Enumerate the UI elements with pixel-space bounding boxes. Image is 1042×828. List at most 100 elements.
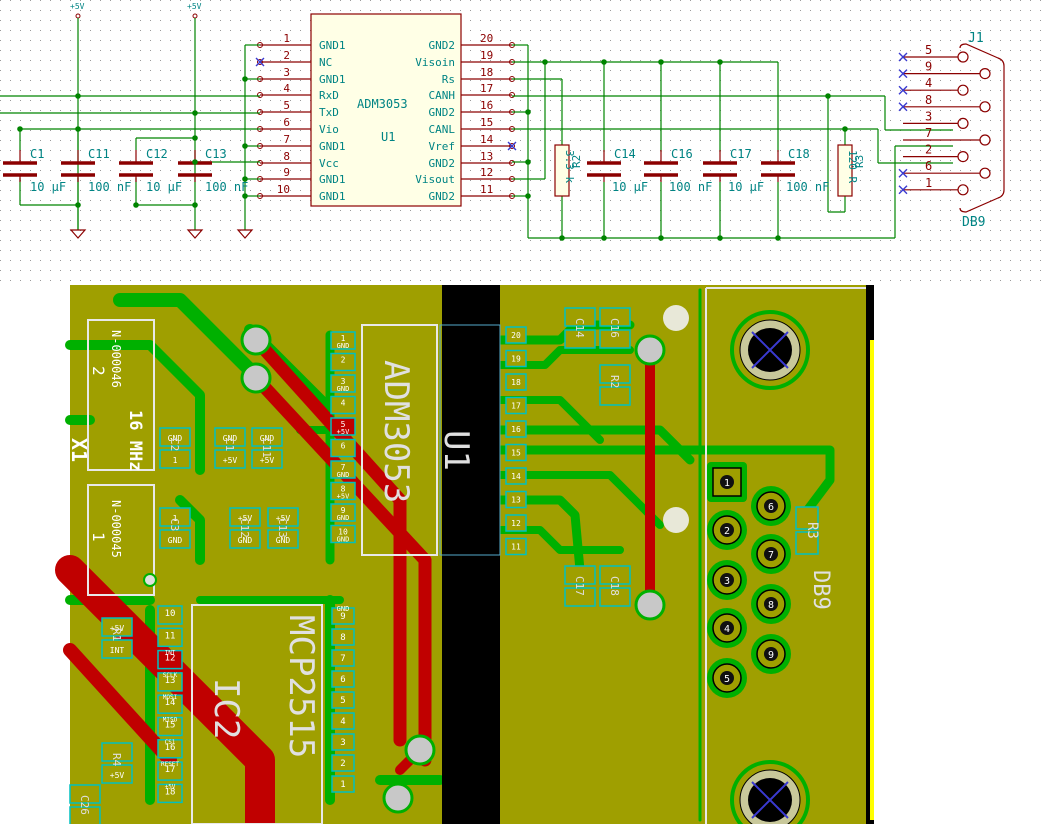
ic2-pad-num: 10 <box>165 609 176 619</box>
db9-pad-num: 2 <box>724 526 730 537</box>
ic2-pad-net: SCLK <box>163 672 178 679</box>
u1-pin-num: 2 <box>283 49 290 62</box>
db9-pad-num: 9 <box>768 650 774 661</box>
ic2-pad-num: 12 <box>165 654 176 664</box>
smd-ref: C11 <box>260 438 273 458</box>
ic2-pad-net: MOSI <box>163 694 178 701</box>
r2-value: 3.3 k <box>563 150 576 183</box>
ic2-pad-num: 5 <box>340 696 345 706</box>
pcb-r3: R3 <box>795 506 820 555</box>
u1-pad-num: 13 <box>511 496 521 505</box>
ic2-pad-num: 11 <box>165 631 176 641</box>
u1-pad-num: 20 <box>511 331 521 340</box>
schematic-grid <box>0 0 1042 285</box>
pcb-crystal-net-1: N-000045 <box>109 500 123 558</box>
u1-pad-num: 15 <box>511 449 521 458</box>
wires-left <box>0 18 260 230</box>
u1-pad-num: 7 <box>341 463 346 472</box>
u1-pin-name: Rs <box>442 73 455 86</box>
u1-pin-name: Vref <box>429 140 456 153</box>
u1-pin-name: TxD <box>319 106 339 119</box>
ic2-pad-num: 14 <box>165 698 176 708</box>
ic2-pad-net: GND <box>337 605 350 613</box>
j1-value: DB9 <box>962 215 985 230</box>
cap-ref: C14 <box>614 147 636 161</box>
u1-ref: U1 <box>381 130 395 144</box>
u1-pin-num: 8 <box>283 150 290 163</box>
cap-value: 100 nF <box>88 180 131 194</box>
j1-ref: J1 <box>968 31 984 46</box>
cap-value: 100 nF <box>669 180 712 194</box>
j1-pin-num: 9 <box>925 60 932 74</box>
smd-pad-net: GND <box>238 536 253 545</box>
cap-ref: C16 <box>671 147 693 161</box>
u1-pin-name: CANH <box>429 89 456 102</box>
smd-ref: R2 <box>608 375 621 388</box>
power-label-2: +5V <box>187 2 202 11</box>
u1-pin-num: 18 <box>480 66 493 79</box>
u1-pin-name: GND2 <box>429 190 456 203</box>
resistor-r3: 120 R R3 <box>837 144 866 197</box>
smd-pad-net: +5V <box>238 514 253 523</box>
smd-pad-net: INT <box>110 646 125 655</box>
u1-value: ADM3053 <box>357 97 408 111</box>
pcb-u1-ref: U1 <box>436 430 476 471</box>
db9-pad-num: 1 <box>724 478 730 489</box>
ic2-pad-net: +5V <box>165 783 176 790</box>
pcb-green-traces <box>65 288 835 822</box>
cap-ref: C17 <box>730 147 752 161</box>
u1-pin-name: GND1 <box>319 173 346 186</box>
smd-pad-net: +5V <box>260 456 275 465</box>
db9-pad-num: 3 <box>724 576 730 587</box>
smd-pad-net: 1 <box>173 456 178 465</box>
u1-pin-name: Vcc <box>319 157 339 170</box>
smd-pad-net: GND <box>168 536 183 545</box>
u1-pin-num: 14 <box>480 133 494 146</box>
u1-courtyard <box>439 324 501 556</box>
pcb-r3-ref: R3 <box>804 522 820 539</box>
u1-pad-num: 4 <box>341 399 346 408</box>
smd-pad-net: GND <box>276 536 291 545</box>
u1-pin-num: 7 <box>283 133 290 146</box>
u1-pad-num: 10 <box>338 528 348 537</box>
u1-pad-num: 9 <box>341 506 346 515</box>
smd-ref: C2 <box>168 438 181 451</box>
u1-pad-net: GND <box>337 342 350 350</box>
cap-value: 100 nF <box>786 180 829 194</box>
cap-value: 10 µF <box>30 180 66 194</box>
ic2-pad-num: 1 <box>340 780 345 790</box>
u1-pad-net: GND <box>337 536 350 544</box>
pcb-view: ADM3053 U1 MCP2515 IC2 X1 16 MHz N-00004… <box>55 285 874 828</box>
smd-ref: R1 <box>110 628 123 641</box>
u1-pin-num: 1 <box>283 32 290 45</box>
j1-pin-num: 8 <box>925 93 932 107</box>
smd-ref: C3 <box>168 518 181 531</box>
smd-pad-net: 1 <box>173 514 178 523</box>
smd-pad-net: GND <box>223 434 238 443</box>
smd-ref: C26 <box>78 795 91 815</box>
cap-value: 100 nF <box>205 180 248 194</box>
u1-pin-num: 16 <box>480 99 493 112</box>
ic2-pad-net: MISO <box>163 717 178 724</box>
cap-ref: C11 <box>88 147 110 161</box>
u1-pad-num: 11 <box>511 543 521 552</box>
j1-pin-num: 3 <box>925 109 932 123</box>
db9-mount-holes <box>730 310 810 828</box>
ic2-pad-net: INT <box>165 650 176 657</box>
u1-pin-name: Visout <box>415 173 455 186</box>
pcb-db9-ref: DB9 <box>808 570 833 610</box>
smd-pad-net: GND <box>168 434 183 443</box>
u1-pad-num: 2 <box>341 356 346 365</box>
cap-ref: C1 <box>30 147 44 161</box>
u1-body[interactable] <box>310 13 462 207</box>
smd-pad-net: +5V <box>110 771 125 780</box>
db9-pad-num: 4 <box>724 624 730 635</box>
ic2-pad-num: 13 <box>165 676 176 686</box>
u1-pin-name: GND2 <box>429 106 456 119</box>
j1-pin-num: 2 <box>925 143 932 157</box>
